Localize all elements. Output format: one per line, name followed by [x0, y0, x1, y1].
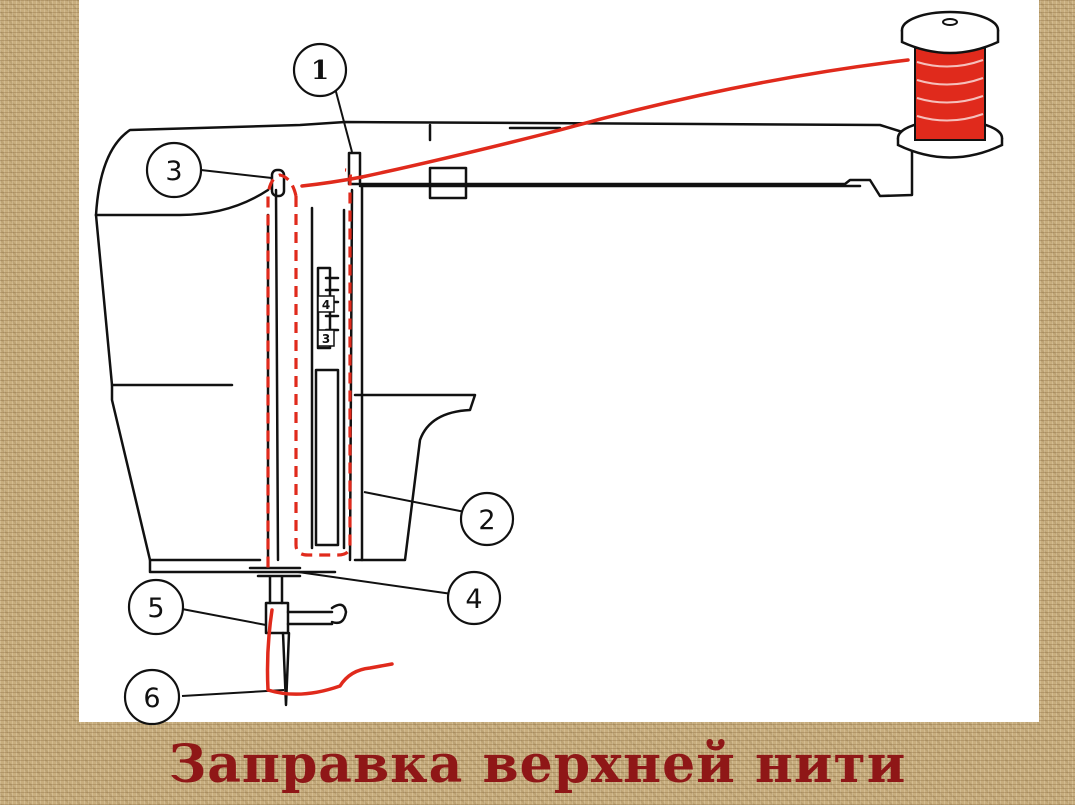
- callout-circle-3: [145, 141, 203, 199]
- callout-number-6: 6: [143, 683, 160, 714]
- thread-path: [265, 58, 910, 696]
- page-title: Заправка верхней нити: [168, 734, 907, 795]
- callout-number-1: 1: [311, 56, 329, 86]
- callout-circle-5: [127, 578, 185, 636]
- scale-label-4: 4: [322, 298, 330, 312]
- scale-label-3: 3: [322, 332, 330, 346]
- callout-circles: [123, 42, 515, 726]
- leader-lines: [181, 87, 466, 697]
- callout-number-3: 3: [165, 156, 182, 187]
- thread-route-dashed: [266, 168, 353, 570]
- callout-circle-4: [446, 570, 502, 626]
- scale-box-4: [317, 295, 335, 313]
- diagram-panel: [79, 0, 1039, 722]
- callout-circle-6: [123, 668, 181, 726]
- callout-number-5: 5: [147, 593, 164, 624]
- callout-number-4: 4: [465, 584, 482, 615]
- callout-number-2: 2: [478, 505, 495, 536]
- callout-circle-1: [292, 42, 348, 98]
- machine-outline: [94, 120, 914, 707]
- callout-circle-2: [459, 491, 515, 547]
- scale-box-3: [317, 329, 335, 347]
- thread-spool-icon: [896, 10, 1004, 159]
